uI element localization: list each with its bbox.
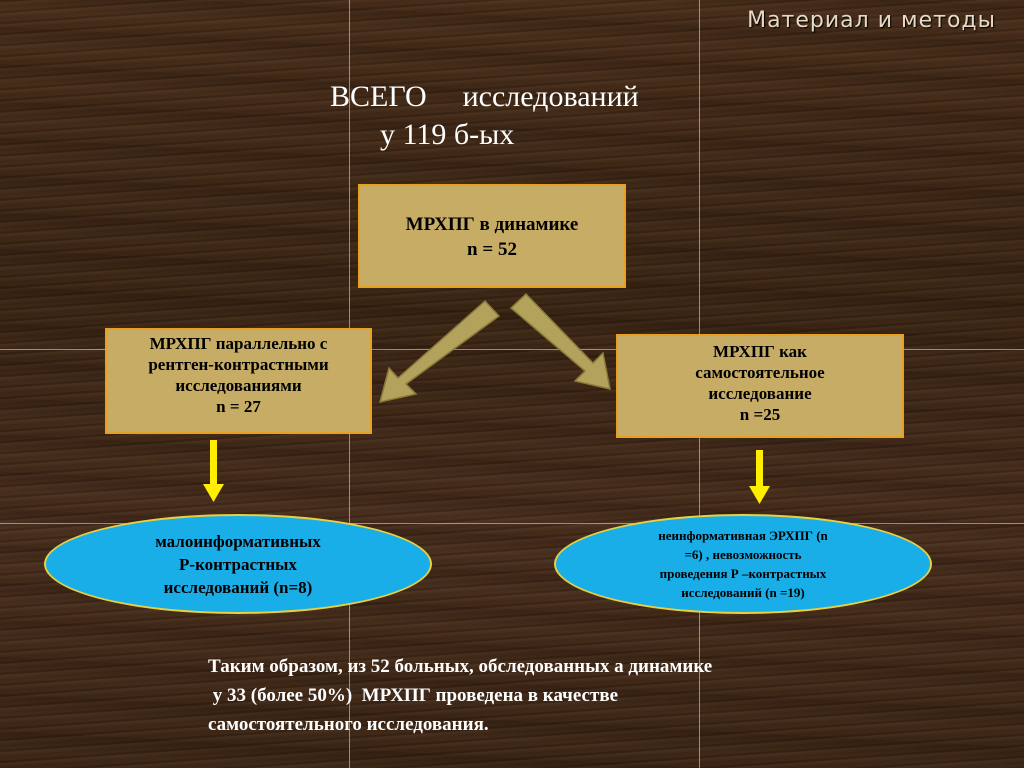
grid-line-horizontal [0,523,1024,524]
mrcp-parallel-box: МРХПГ параллельно с рентген-контрастными… [105,328,372,434]
non-informative-ellipse: неинформативная ЭРХПГ (n =6) , невозможн… [554,514,932,614]
slide-title: Материал и методы [747,8,996,33]
arrow-down-right [509,292,611,390]
grid-line-horizontal [0,349,1024,350]
arrow-down-yellow-right [749,450,770,504]
mrcp-dynamic-box: МРХПГ в динамике n = 52 [358,184,626,288]
studies-word: исследований [462,80,639,113]
total-word: ВСЕГО [330,80,427,113]
patient-count: у 119 б-ых [380,118,515,151]
arrow-down-left [378,299,501,403]
low-informative-ellipse: малоинформативных Р-контрастных исследов… [44,514,432,614]
total-studies-heading: ВСЕГО исследований у 119 б-ых [330,78,710,154]
conclusion-text: Таким образом, из 52 больных, обследован… [208,656,713,735]
arrow-down-yellow-left [203,440,224,502]
mrcp-standalone-box: МРХПГ как самостоятельное исследование n… [616,334,904,438]
